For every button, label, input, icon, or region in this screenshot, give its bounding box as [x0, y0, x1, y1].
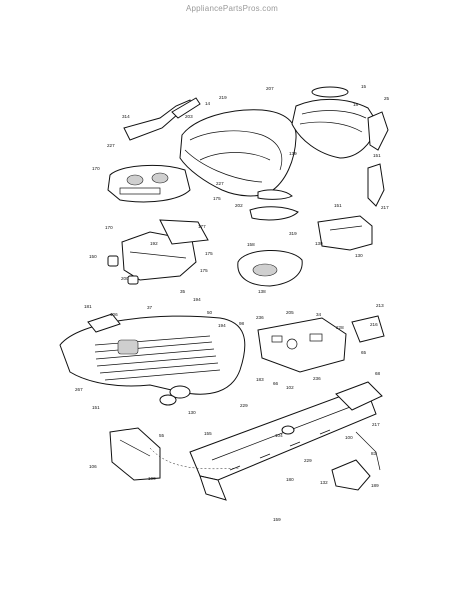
part-label-177[interactable]: 177 [198, 224, 206, 229]
headlight-lens-part[interactable] [249, 189, 299, 221]
part-label-219[interactable]: 219 [219, 95, 227, 100]
axle-bracket-part[interactable] [109, 427, 161, 481]
part-label-132[interactable]: 132 [320, 480, 328, 485]
part-label-213[interactable]: 213 [376, 303, 384, 308]
part-label-200[interactable]: 200 [121, 276, 129, 281]
part-label-151[interactable]: 151 [334, 203, 342, 208]
part-label-227[interactable]: 227 [216, 181, 224, 186]
part-label-34[interactable]: 34 [316, 312, 322, 317]
part-label-216[interactable]: 216 [370, 322, 378, 327]
part-label-151[interactable]: 151 [373, 153, 381, 158]
hood-part[interactable] [179, 109, 297, 197]
seat-bracket-part[interactable] [87, 313, 121, 333]
part-label-175[interactable]: 175 [205, 251, 213, 256]
bumper-part[interactable] [331, 459, 371, 491]
part-label-37[interactable]: 37 [147, 305, 153, 310]
part-label-106[interactable]: 106 [110, 312, 118, 317]
part-label-100[interactable]: 100 [345, 435, 353, 440]
side-bracket-part[interactable] [367, 111, 389, 207]
part-label-159[interactable]: 159 [273, 517, 281, 522]
part-label-68[interactable]: 68 [375, 371, 381, 376]
part-label-25[interactable]: 25 [384, 96, 390, 101]
part-label-15[interactable]: 15 [361, 84, 367, 89]
part-label-83[interactable]: 83 [371, 451, 377, 456]
part-label-104[interactable]: 104 [275, 433, 283, 438]
part-label-194[interactable]: 194 [193, 297, 201, 302]
part-label-35[interactable]: 35 [180, 289, 186, 294]
part-label-236[interactable]: 236 [313, 376, 321, 381]
part-label-180[interactable]: 180 [286, 477, 294, 482]
drain-plug-part[interactable] [159, 394, 177, 406]
part-label-203[interactable]: 203 [185, 114, 193, 119]
part-label-175[interactable]: 175 [200, 268, 208, 273]
mount-bracket-part[interactable] [317, 215, 373, 251]
hood-bracket-part[interactable] [123, 97, 201, 141]
part-label-205[interactable]: 205 [286, 310, 294, 315]
part-label-151[interactable]: 151 [92, 405, 100, 410]
part-label-109[interactable]: 109 [148, 476, 156, 481]
part-number-labels: 15 25 18 207 219 14 314 203 227 170 151 139 217 175 22… [75, 84, 390, 522]
part-label-314[interactable]: 314 [122, 114, 130, 119]
part-label-217[interactable]: 217 [381, 205, 389, 210]
part-label-207[interactable]: 207 [266, 86, 274, 91]
part-label-65[interactable]: 65 [361, 350, 367, 355]
part-label-130[interactable]: 130 [315, 241, 323, 246]
part-label-55[interactable]: 55 [159, 433, 165, 438]
part-label-98[interactable]: 98 [239, 321, 245, 326]
rear-bracket-part[interactable] [351, 315, 385, 343]
part-label-319[interactable]: 319 [289, 231, 297, 236]
part-label-181[interactable]: 181 [84, 304, 92, 309]
part-label-106[interactable]: 106 [89, 464, 97, 469]
part-label-50[interactable]: 50 [207, 310, 213, 315]
part-label-267[interactable]: 267 [75, 387, 83, 392]
part-label-175[interactable]: 175 [213, 196, 221, 201]
part-label-18[interactable]: 18 [353, 102, 359, 107]
part-label-150[interactable]: 150 [89, 254, 97, 259]
part-label-155[interactable]: 155 [204, 431, 212, 436]
part-label-229[interactable]: 229 [240, 403, 248, 408]
part-label-227[interactable]: 227 [107, 143, 115, 148]
part-label-192[interactable]: 192 [150, 241, 158, 246]
lower-dash-part[interactable] [121, 219, 209, 281]
engine-plate-part[interactable] [257, 317, 347, 373]
part-label-194[interactable]: 194 [218, 323, 226, 328]
rod-part[interactable] [355, 431, 381, 471]
grille-panel-part[interactable] [291, 86, 379, 159]
bushing-part[interactable] [281, 425, 295, 435]
part-label-14[interactable]: 14 [205, 101, 211, 106]
main-frame-part[interactable] [189, 381, 383, 501]
dash-panel-part[interactable] [107, 165, 191, 203]
part-label-236[interactable]: 236 [256, 315, 264, 320]
part-label-189[interactable]: 189 [371, 483, 379, 488]
fuel-tank-part[interactable] [237, 249, 303, 287]
part-label-170[interactable]: 170 [105, 225, 113, 230]
part-label-158[interactable]: 158 [247, 242, 255, 247]
part-label-202[interactable]: 202 [235, 203, 243, 208]
small-clip-part[interactable] [107, 255, 119, 267]
part-label-66[interactable]: 66 [273, 381, 279, 386]
hose-line [149, 447, 241, 470]
part-label-130[interactable]: 130 [355, 253, 363, 258]
watermark-text: AppliancePartsPros.com [186, 4, 278, 13]
part-label-229[interactable]: 229 [304, 458, 312, 463]
part-label-138[interactable]: 138 [258, 289, 266, 294]
fender-pan-part[interactable] [59, 315, 246, 399]
small-grommet-part[interactable] [127, 275, 139, 285]
part-label-139[interactable]: 139 [289, 151, 297, 156]
part-label-102[interactable]: 102 [286, 385, 294, 390]
part-label-228[interactable]: 228 [336, 325, 344, 330]
part-label-217[interactable]: 217 [372, 422, 380, 427]
part-label-130[interactable]: 130 [188, 410, 196, 415]
part-label-170[interactable]: 170 [92, 166, 100, 171]
part-label-183[interactable]: 183 [256, 377, 264, 382]
